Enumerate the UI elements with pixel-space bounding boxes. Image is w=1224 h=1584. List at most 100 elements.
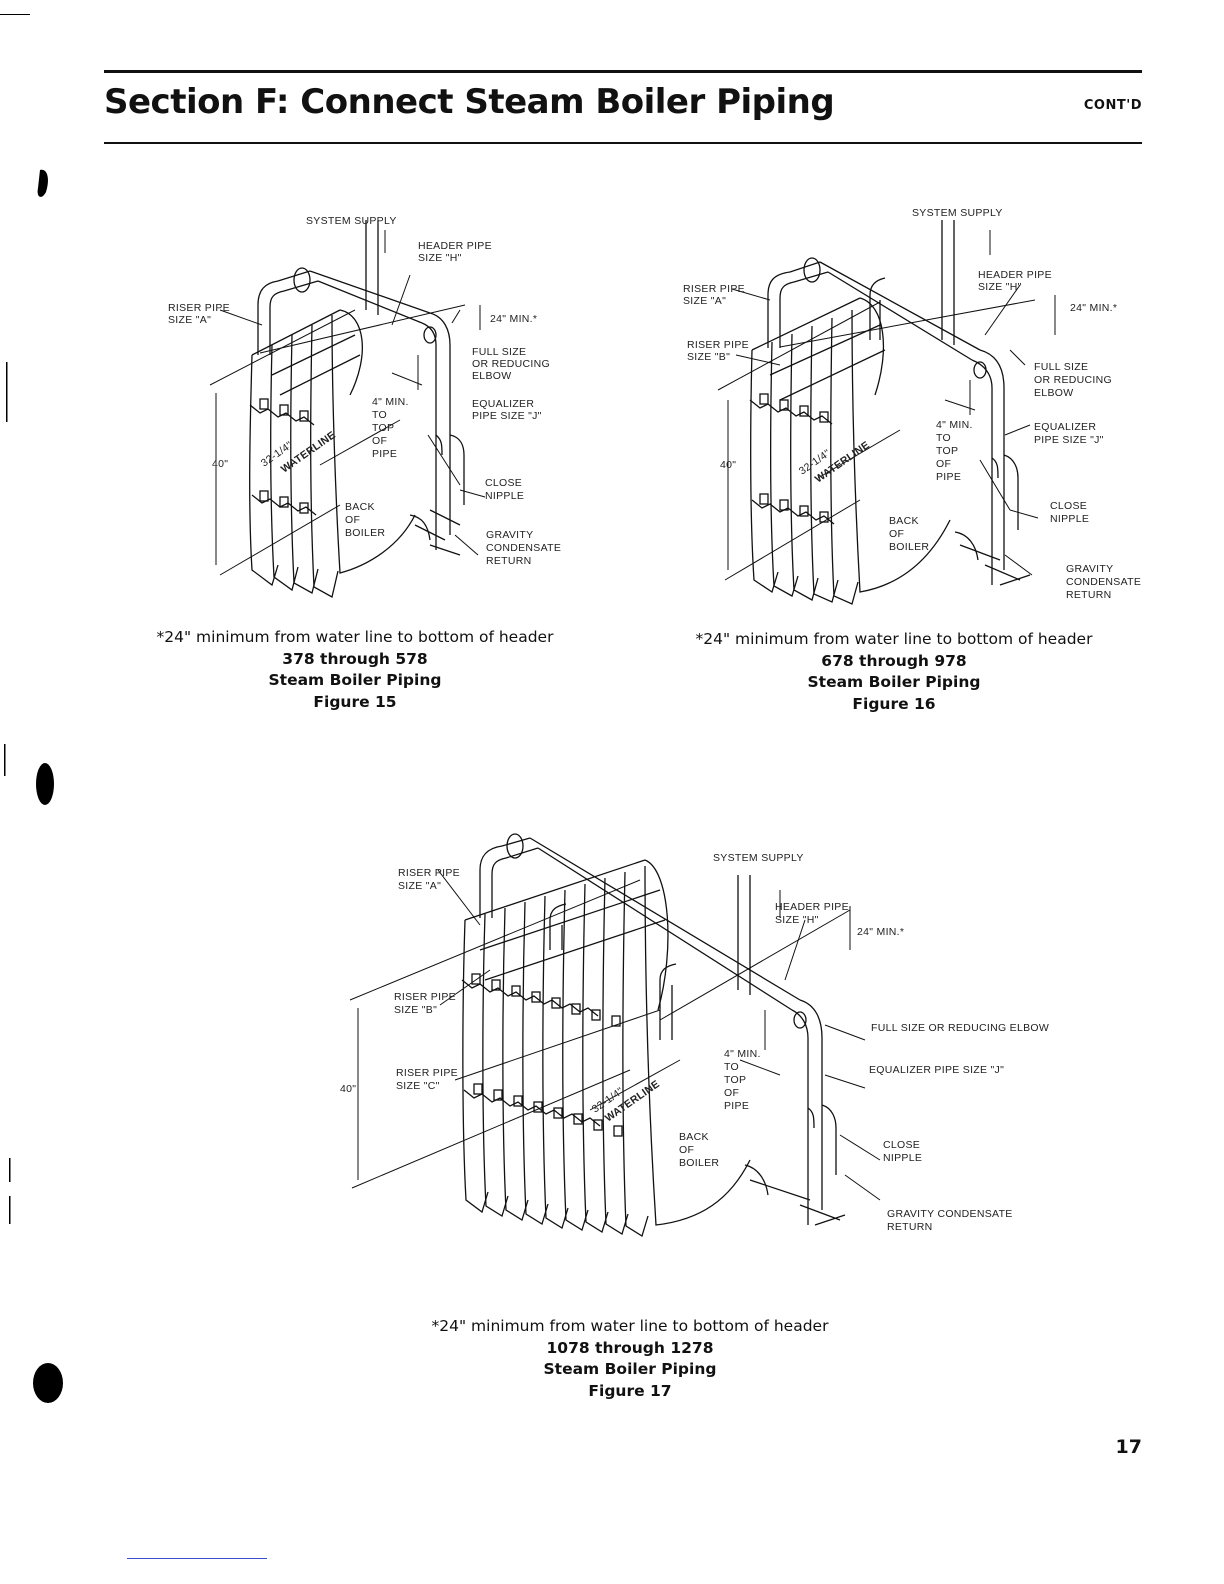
figure-17-caption: *24" minimum from water line to bottom o… — [410, 1316, 850, 1402]
binder-hole-marks — [0, 14, 63, 1403]
back-of-boiler-label-2: OF — [679, 1144, 694, 1156]
min-4-label-5: PIPE — [936, 471, 961, 483]
binder-hole-mark — [37, 169, 48, 197]
equalizer-size-label: PIPE SIZE "J" — [472, 410, 542, 422]
elbow-label-2: OR REDUCING — [1034, 374, 1112, 386]
riser-pipe-a-label: RISER PIPE — [398, 867, 460, 879]
piping — [257, 220, 465, 556]
scan-edge-line — [4, 744, 6, 776]
gravity-return-label-3: RETURN — [486, 555, 532, 567]
gravity-return-label: GRAVITY — [486, 529, 533, 541]
back-of-boiler-label-2: OF — [345, 514, 360, 526]
elbow-label-2: OR REDUCING — [472, 358, 550, 370]
equalizer-label: EQUALIZER — [472, 398, 534, 410]
header-pipe-label: HEADER PIPE — [775, 901, 849, 913]
dimension-lines — [349, 869, 881, 1201]
caption-model-range: 1078 through 1278 — [546, 1338, 714, 1357]
caption-model-range: 378 through 578 — [282, 649, 428, 668]
elbow-label-3: ELBOW — [472, 370, 511, 382]
close-nipple-label-2: NIPPLE — [1050, 513, 1089, 525]
back-of-boiler-label: BACK — [679, 1131, 709, 1143]
equalizer-size-label: PIPE SIZE "J" — [1034, 434, 1104, 446]
min-4-label-4: OF — [936, 458, 951, 470]
min-24-label: 24" MIN.* — [1070, 302, 1117, 314]
header-pipe-size-label: SIZE "H" — [775, 914, 819, 926]
elbow-label: FULL SIZE — [1034, 361, 1088, 373]
min-4-label: 4" MIN. — [372, 396, 409, 408]
figure-15-caption: *24" minimum from water line to bottom o… — [150, 627, 560, 713]
elbow-label-3: ELBOW — [1034, 387, 1073, 399]
caption-figure-number: Figure 15 — [313, 692, 397, 711]
min-4-label-5: PIPE — [372, 448, 397, 460]
waterline-line — [319, 419, 401, 466]
min-4-label-5: PIPE — [724, 1100, 749, 1112]
min-4-label-2: TO — [936, 432, 951, 444]
header-pipe-size-label: SIZE "H" — [418, 252, 462, 264]
back-of-boiler-label-3: BOILER — [889, 541, 929, 553]
header-pipe-label: HEADER PIPE — [978, 269, 1052, 281]
back-of-boiler-label: BACK — [889, 515, 919, 527]
back-of-boiler-label-2: OF — [889, 528, 904, 540]
scan-edge-line — [9, 1196, 11, 1224]
figure-16-diagram: SYSTEM SUPPLY HEADER PIPE SIZE "H" RISER… — [680, 200, 1150, 610]
riser-pipe-a-size-label: SIZE "A" — [398, 880, 441, 892]
min-4-label: 4" MIN. — [936, 419, 973, 431]
gravity-return-label-3: RETURN — [1066, 589, 1112, 601]
caption-note: *24" minimum from water line to bottom o… — [156, 628, 554, 646]
close-nipple-label: CLOSE — [1050, 500, 1087, 512]
figure-16-caption: *24" minimum from water line to bottom o… — [689, 629, 1099, 715]
caption-title: Steam Boiler Piping — [543, 1360, 717, 1378]
caption-note: *24" minimum from water line to bottom o… — [431, 1317, 829, 1335]
waterline-line — [589, 1059, 681, 1111]
header-pipe-size-label: SIZE "H" — [978, 281, 1022, 293]
riser-pipe-a-label: RISER PIPE — [683, 283, 745, 295]
riser-pipe-b-label: RISER PIPE — [687, 339, 749, 351]
waterline-line — [817, 429, 901, 479]
boiler-sections — [749, 297, 951, 605]
back-of-boiler-label: BACK — [345, 501, 375, 513]
elbow-label: FULL SIZE OR REDUCING ELBOW — [871, 1022, 1049, 1034]
figure-17-diagram: SYSTEM SUPPLY HEADER PIPE SIZE "H" RISER… — [340, 830, 1060, 1245]
min-4-label: 4" MIN. — [724, 1048, 761, 1060]
gravity-return-label-2: CONDENSATE — [1066, 576, 1141, 588]
riser-pipe-a-size-label: SIZE "A" — [168, 314, 211, 326]
elbow-label: FULL SIZE — [472, 346, 526, 358]
piping — [767, 220, 1031, 586]
binder-hole-mark — [36, 763, 54, 805]
caption-title: Steam Boiler Piping — [807, 673, 981, 691]
scan-edge-line — [6, 362, 8, 422]
boiler-sections — [461, 859, 751, 1238]
riser-pipe-a-size-label: SIZE "A" — [683, 295, 726, 307]
header-rule-bottom — [104, 142, 1142, 144]
back-of-boiler-label-3: BOILER — [679, 1157, 719, 1169]
footer-link-underline — [127, 1558, 267, 1559]
height-40-label: 40" — [212, 458, 228, 470]
height-40-label: 40" — [340, 1083, 356, 1095]
system-supply-label: SYSTEM SUPPLY — [912, 207, 1003, 219]
piping — [479, 833, 846, 1226]
back-of-boiler-label-3: BOILER — [345, 527, 385, 539]
riser-pipe-c-label: RISER PIPE — [396, 1067, 458, 1079]
riser-pipe-b-size-label: SIZE "B" — [687, 351, 730, 363]
riser-pipe-a-label: RISER PIPE — [168, 302, 230, 314]
min-4-label-2: TO — [372, 409, 387, 421]
figure-15-diagram: SYSTEM SUPPLY HEADER PIPE SIZE "H" RISER… — [160, 205, 580, 600]
gravity-return-label-2: CONDENSATE — [486, 542, 561, 554]
min-4-label-2: TO — [724, 1061, 739, 1073]
gravity-return-label: GRAVITY — [1066, 563, 1113, 575]
gravity-return-label: GRAVITY CONDENSATE — [887, 1208, 1013, 1220]
dimension-lines — [209, 230, 486, 576]
min-4-label-3: TOP — [372, 422, 394, 434]
system-supply-label: SYSTEM SUPPLY — [306, 215, 397, 227]
min-4-label-4: OF — [724, 1087, 739, 1099]
header-rule-top — [104, 70, 1142, 73]
height-40-label: 40" — [720, 459, 736, 471]
riser-pipe-b-size-label: SIZE "B" — [394, 1004, 437, 1016]
equalizer-label: EQUALIZER PIPE SIZE "J" — [869, 1064, 1004, 1076]
binder-hole-mark — [33, 1363, 63, 1403]
caption-title: Steam Boiler Piping — [268, 671, 442, 689]
caption-figure-number: Figure 16 — [852, 694, 936, 713]
caption-model-range: 678 through 978 — [821, 651, 967, 670]
min-4-label-3: TOP — [936, 445, 958, 457]
page-title: Section F: Connect Steam Boiler Piping — [104, 82, 835, 122]
